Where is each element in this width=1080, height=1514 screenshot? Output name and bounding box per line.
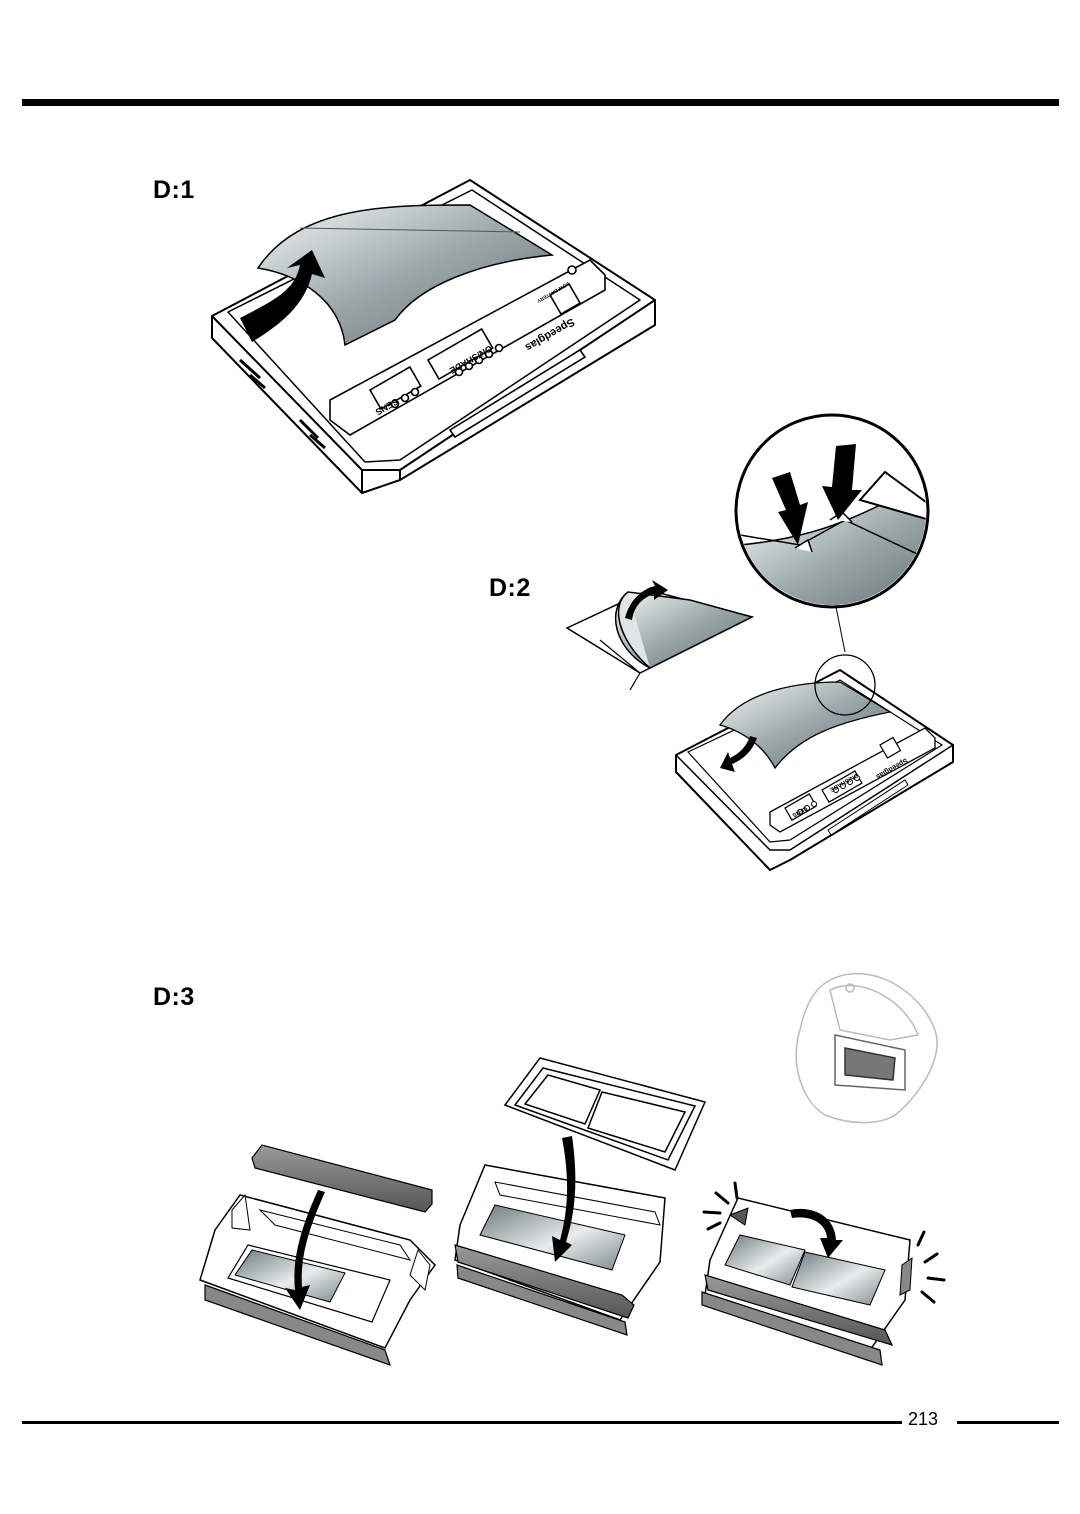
step-label-d3: D:3 [153,983,195,1011]
d1-control-panel [329,259,606,439]
page-number: 213 [908,1409,939,1429]
footer-rule-left [22,1421,902,1424]
d3-step-b [454,1136,666,1336]
down-arrow-icon [285,1190,325,1310]
down-arrow-icon [772,472,808,545]
d2-film-sheet [565,580,755,691]
d3-front-cover-frame [503,1057,707,1171]
d1-illustration: SENS ON/SHADE Speedglas LOW BATTERY [211,179,656,494]
d3-helmet [795,972,938,1124]
header-rule [22,99,1059,106]
d3-step-a [199,1144,436,1366]
d2-device: SENS ON/SHADE Speedglas [675,654,954,871]
d2-magnifier [734,413,930,653]
curved-arrow-icon [240,250,325,342]
curved-arrow-icon [790,1208,843,1258]
step-label-d2: D:2 [489,574,531,602]
curved-arrow-icon [625,580,668,620]
down-arrow-icon [822,444,862,520]
step-label-d1: D:1 [153,176,195,204]
d3-step-c [701,1181,946,1366]
down-arrow-icon [552,1136,576,1262]
d1-protective-film [256,204,555,347]
footer-rule-right [957,1421,1059,1424]
click-burst-icon [702,1181,739,1231]
curved-arrow-icon [720,736,757,772]
click-burst-icon [916,1230,946,1304]
